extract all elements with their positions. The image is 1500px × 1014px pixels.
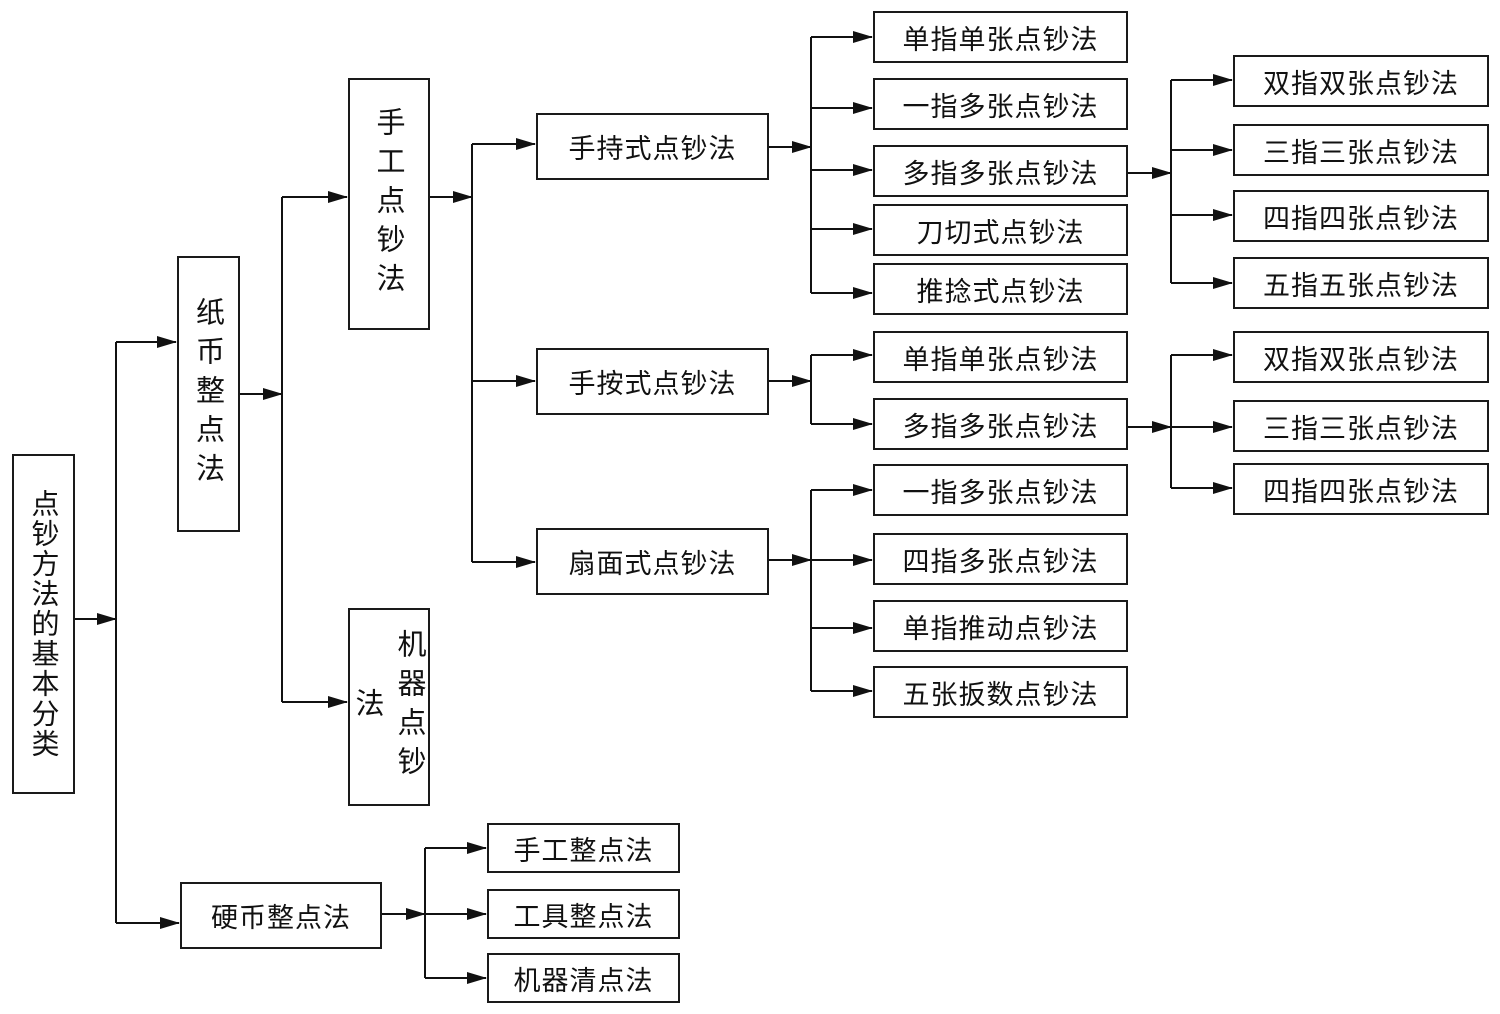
press-multi-item: 三指三张点钞法 (1233, 400, 1489, 452)
handheld-multi-item: 三指三张点钞法 (1233, 124, 1489, 176)
handheld-multi-item: 五指五张点钞法 (1233, 257, 1489, 309)
press-multi-item-label: 四指四张点钞法 (1263, 476, 1459, 508)
press-multi-item-label: 三指三张点钞法 (1263, 413, 1459, 445)
press-item: 单指单张点钞法 (873, 331, 1128, 383)
handheld-multi-item: 双指双张点钞法 (1233, 55, 1489, 107)
handheld-multi-item-label: 四指四张点钞法 (1263, 203, 1459, 235)
coin-item-label: 手工整点法 (513, 835, 654, 867)
machine-node: 机器点钞法 (348, 608, 430, 806)
handheld-item: 一指多张点钞法 (873, 78, 1128, 130)
press-multi-item: 四指四张点钞法 (1233, 463, 1489, 515)
press-item: 多指多张点钞法 (873, 398, 1128, 450)
press-node: 手按式点钞法 (536, 348, 769, 415)
handheld-multi-item-label: 五指五张点钞法 (1263, 270, 1459, 302)
fan-item: 四指多张点钞法 (873, 533, 1128, 585)
handheld-item: 刀切式点钞法 (873, 204, 1128, 256)
coin-item: 工具整点法 (487, 889, 680, 939)
fan-item-label: 单指推动点钞法 (902, 613, 1099, 645)
handheld-item-label: 推捻式点钞法 (916, 276, 1085, 308)
coin-node: 硬币整点法 (180, 882, 382, 949)
fan-item-label: 五张扳数点钞法 (902, 679, 1099, 711)
press-item-label: 多指多张点钞法 (902, 411, 1099, 443)
coin-item-label: 机器清点法 (513, 965, 654, 997)
fan-item: 一指多张点钞法 (873, 464, 1128, 516)
press-label: 手按式点钞法 (568, 369, 737, 400)
press-multi-item: 双指双张点钞法 (1233, 331, 1489, 383)
handheld-node: 手持式点钞法 (536, 113, 769, 180)
handheld-item-label: 一指多张点钞法 (902, 91, 1099, 123)
handheld-item: 单指单张点钞法 (873, 11, 1128, 63)
fan-item-label: 四指多张点钞法 (902, 546, 1099, 578)
handheld-item-label: 单指单张点钞法 (902, 24, 1099, 56)
press-multi-item-label: 双指双张点钞法 (1263, 344, 1459, 376)
paper-label: 纸币整点法 (191, 296, 226, 492)
fan-item: 五张扳数点钞法 (873, 666, 1128, 718)
root-node: 点钞方法的基本分类 (12, 454, 75, 794)
handheld-item-label: 多指多张点钞法 (902, 158, 1099, 190)
handheld-multi-item: 四指四张点钞法 (1233, 190, 1489, 242)
coin-item: 机器清点法 (487, 953, 680, 1003)
fan-item: 单指推动点钞法 (873, 600, 1128, 652)
handheld-multi-item-label: 三指三张点钞法 (1263, 137, 1459, 169)
handheld-item: 推捻式点钞法 (873, 263, 1128, 315)
press-item-label: 单指单张点钞法 (902, 344, 1099, 376)
fan-label: 扇面式点钞法 (568, 549, 737, 580)
handheld-item-label: 刀切式点钞法 (916, 217, 1085, 249)
manual-node: 手工点钞法 (348, 78, 430, 330)
fan-item-label: 一指多张点钞法 (902, 477, 1099, 509)
coin-item-label: 工具整点法 (513, 901, 654, 933)
coin-item: 手工整点法 (487, 823, 680, 873)
paper-node: 纸币整点法 (177, 256, 240, 532)
coin-label: 硬币整点法 (211, 903, 351, 934)
fan-node: 扇面式点钞法 (536, 528, 769, 595)
machine-label: 机器点钞法 (351, 629, 427, 785)
handheld-multi-item-label: 双指双张点钞法 (1263, 68, 1459, 100)
handheld-item: 多指多张点钞法 (873, 145, 1128, 197)
root-label: 点钞方法的基本分类 (27, 489, 61, 759)
manual-label: 手工点钞法 (372, 106, 406, 302)
handheld-label: 手持式点钞法 (568, 134, 737, 165)
